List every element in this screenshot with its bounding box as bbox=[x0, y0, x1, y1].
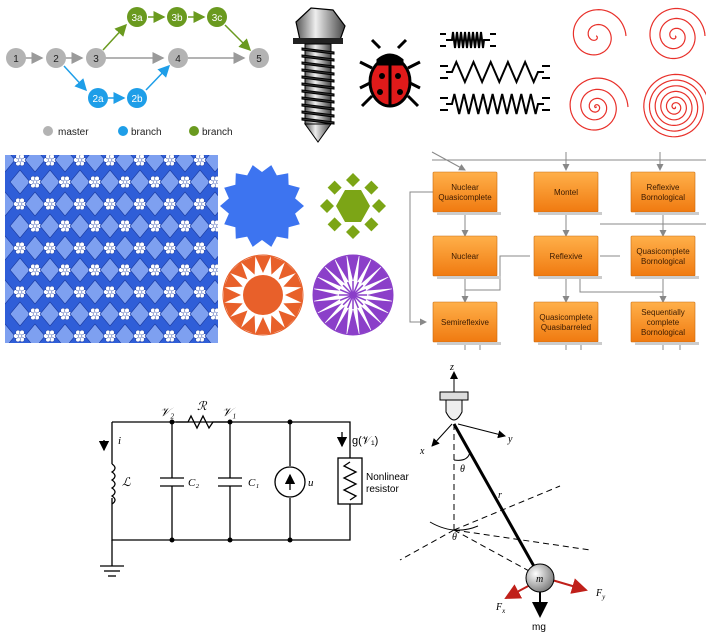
z-axis-label: z bbox=[449, 362, 454, 373]
v1-label: 𝒱₁ bbox=[222, 405, 236, 419]
commit-node: 1 bbox=[6, 48, 26, 68]
screw-icon bbox=[293, 8, 345, 142]
flow-box-label: Quasibarreled bbox=[541, 323, 591, 332]
commit-node: 2b bbox=[127, 88, 147, 108]
commit-label: 3 bbox=[93, 54, 99, 65]
c2-label: C₂ bbox=[188, 477, 199, 489]
circuit-labels: 𝒱₂ ℛ 𝒱₁ i ℒ C₂ C₁ u g(𝒱₁) Nonlinear resi… bbox=[118, 399, 409, 495]
commit-label: 4 bbox=[175, 54, 181, 65]
gear-shape bbox=[220, 165, 304, 247]
nonlinear-label: resistor bbox=[366, 484, 399, 495]
commit-node: 4 bbox=[168, 48, 188, 68]
flow-box: Montel bbox=[534, 172, 602, 215]
resistor-label: ℛ bbox=[197, 399, 208, 413]
circuit-diagram bbox=[100, 416, 362, 576]
commit-label: 5 bbox=[256, 54, 262, 65]
flow-box: Reflexive bbox=[534, 236, 602, 279]
flow-box: Semireflexive bbox=[433, 302, 501, 345]
commit-label: 2b bbox=[131, 94, 143, 105]
fx-label: Fx bbox=[495, 602, 506, 615]
current-label: i bbox=[118, 435, 121, 447]
mass-label: m bbox=[536, 574, 543, 585]
spirals-diagram bbox=[570, 9, 706, 137]
flow-box-label: Reflexive bbox=[647, 183, 680, 192]
nonlinear-label: Nonlinear bbox=[366, 472, 409, 483]
mg-label: mg bbox=[532, 622, 546, 633]
source-label: u bbox=[308, 477, 314, 489]
commit-node: 3 bbox=[86, 48, 106, 68]
git-graph: 1 2 3 4 5 2a 2b 3a 3b 3c master branch b… bbox=[6, 7, 269, 138]
commit-label: 1 bbox=[13, 54, 19, 65]
commit-label: 2 bbox=[53, 54, 59, 65]
star-pattern-shape bbox=[320, 173, 386, 239]
orange-rosette-shape bbox=[223, 255, 303, 335]
commit-label: 3b bbox=[171, 13, 183, 24]
legend-label: master bbox=[58, 127, 89, 138]
ladybug-icon bbox=[360, 40, 420, 106]
flow-box-label: Montel bbox=[554, 188, 578, 197]
flow-box-label: Semireflexive bbox=[441, 318, 490, 327]
x-axis-label: x bbox=[419, 446, 425, 457]
tiled-pattern bbox=[0, 148, 251, 348]
commit-label: 2a bbox=[92, 94, 104, 105]
flow-box-label: Quasicomplete bbox=[438, 193, 492, 202]
legend-label: branch bbox=[131, 127, 162, 138]
flow-box-label: Quasicomplete bbox=[636, 247, 690, 256]
legend-label: branch bbox=[202, 127, 233, 138]
flow-box: Nuclear bbox=[433, 236, 501, 279]
g-label: g(𝒱₁) bbox=[352, 435, 378, 447]
shapes-group bbox=[220, 165, 393, 335]
git-legend: master branch branch bbox=[43, 126, 233, 138]
flowchart-boxes: NuclearQuasicompleteMontelReflexiveBorno… bbox=[433, 172, 699, 345]
flow-box-label: Sequentially bbox=[641, 308, 685, 317]
theta-label: θ bbox=[460, 464, 465, 475]
commit-node: 2a bbox=[88, 88, 108, 108]
flow-box-label: complete bbox=[647, 318, 680, 327]
fy-label: Fy bbox=[595, 588, 606, 601]
flow-box-label: Reflexive bbox=[550, 252, 583, 261]
inductor-label: ℒ bbox=[122, 475, 131, 489]
flow-box-label: Quasicomplete bbox=[539, 313, 593, 322]
pendulum-diagram bbox=[400, 372, 590, 616]
y-axis-label: y bbox=[507, 434, 513, 445]
commit-node: 5 bbox=[249, 48, 269, 68]
commit-label: 3a bbox=[131, 13, 143, 24]
r-label: r bbox=[498, 490, 502, 501]
commit-node: 3c bbox=[207, 7, 227, 27]
flow-box-label: Bornological bbox=[641, 193, 685, 202]
flow-box-label: Nuclear bbox=[451, 183, 479, 192]
commit-node: 3b bbox=[167, 7, 187, 27]
c1-label: C₁ bbox=[248, 477, 259, 489]
commit-label: 3c bbox=[212, 13, 223, 24]
purple-rosette-shape bbox=[313, 255, 393, 335]
flow-box-label: Bornological bbox=[641, 257, 685, 266]
flow-box-label: Bornological bbox=[641, 328, 685, 337]
springs-diagram bbox=[440, 32, 550, 114]
commit-node: 2 bbox=[46, 48, 66, 68]
flow-box-label: Nuclear bbox=[451, 252, 479, 261]
v2-label: 𝒱₂ bbox=[160, 405, 174, 419]
commit-node: 3a bbox=[127, 7, 147, 27]
theta2-label: θ bbox=[452, 532, 457, 543]
